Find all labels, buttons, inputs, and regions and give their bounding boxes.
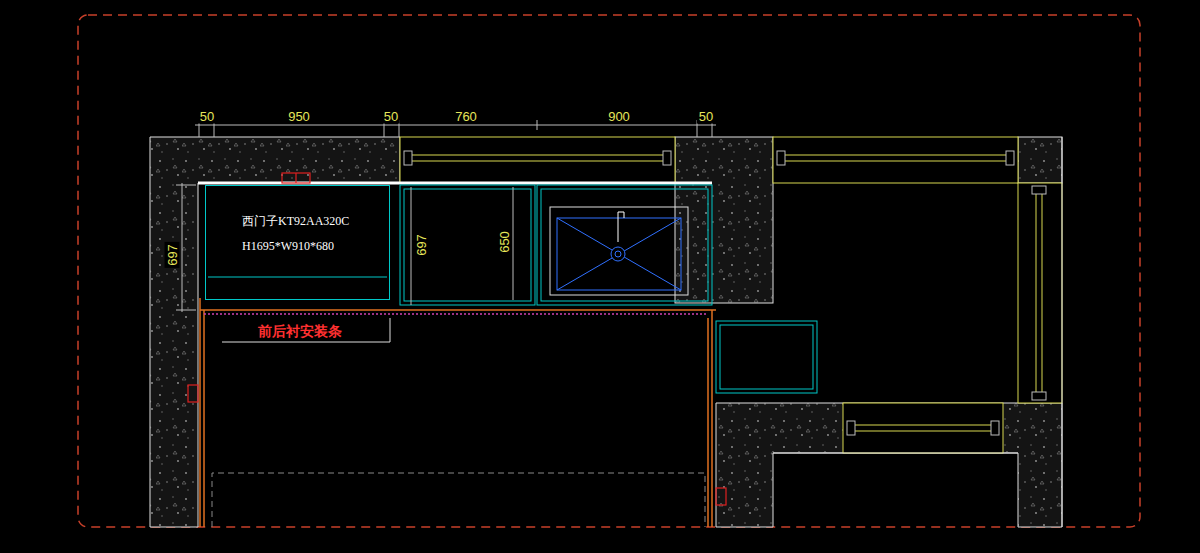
window-frame [847, 421, 855, 435]
room-outline [773, 453, 1018, 454]
cabinet [716, 321, 817, 393]
hidden-outline [212, 473, 705, 527]
concrete-wall [150, 137, 400, 527]
concrete-wall [716, 403, 1062, 527]
window-frame [404, 151, 412, 165]
wall-lining [199, 298, 201, 527]
socket-marker [295, 173, 296, 183]
dimension-value: 50 [697, 109, 715, 124]
cabinet [404, 189, 531, 301]
dimension-line [176, 310, 196, 311]
room-outline [773, 137, 1062, 527]
sink-symbol [550, 207, 688, 295]
dimension-line [182, 183, 183, 312]
window [1018, 183, 1062, 403]
window [853, 431, 993, 432]
window-frame [1006, 151, 1014, 165]
dimension-line [537, 120, 538, 130]
socket-marker [188, 173, 726, 505]
appliance-spec: H1695*W910*680 [242, 239, 383, 253]
window [410, 161, 665, 162]
wall-lining [200, 309, 716, 311]
sink-symbol [550, 207, 688, 295]
socket-marker [282, 173, 310, 183]
window-frame [1032, 392, 1046, 400]
sink-symbol [557, 218, 681, 290]
dimension-value: 760 [453, 109, 479, 124]
sink-symbol [557, 218, 681, 290]
sink-symbol [611, 247, 625, 261]
cabinet [537, 185, 712, 305]
window [853, 425, 993, 426]
wall-lining [707, 318, 709, 527]
window [400, 137, 675, 183]
dimension-line [176, 120, 716, 312]
concrete-wall [1018, 137, 1062, 183]
dimension-line [195, 125, 716, 126]
sink-symbol [557, 218, 681, 290]
dimension-value: 900 [606, 109, 632, 124]
dimension-value: 697 [165, 242, 180, 268]
note-text: 前后衬安装条 [256, 323, 344, 339]
dimension-line [176, 185, 196, 186]
concrete-wall [150, 137, 1062, 527]
sink-symbol [615, 251, 621, 257]
cabinet [400, 185, 535, 305]
window-frame [1032, 186, 1046, 194]
window-frame [663, 151, 671, 165]
cabinet [720, 325, 813, 389]
dimension-value: 950 [286, 109, 312, 124]
cabinet [208, 277, 387, 278]
leader-line [222, 318, 390, 342]
window-frame [991, 421, 999, 435]
wall-lining [203, 310, 205, 527]
dimension-line [411, 187, 412, 305]
window [783, 155, 1008, 156]
socket-marker [716, 488, 726, 505]
window [773, 137, 1018, 183]
concrete-wall [675, 137, 773, 303]
sink-symbol [618, 212, 624, 242]
cabinet [208, 185, 817, 393]
appliance-box: 西门子KT92AA320C H1695*W910*680 [205, 185, 390, 300]
window [410, 155, 665, 156]
socket-marker [188, 385, 198, 402]
dimension-value: 50 [382, 109, 400, 124]
window-frame [777, 151, 785, 165]
window-frame [404, 151, 1046, 435]
wall-lining [711, 310, 713, 527]
wall-lining [200, 298, 716, 527]
appliance-spec: 西门子KT92AA320C [242, 214, 383, 228]
window [1042, 193, 1043, 393]
dimension-value: 697 [414, 232, 429, 258]
window [843, 403, 1003, 453]
dimension-value: 50 [198, 109, 216, 124]
dimension-value: 650 [497, 229, 512, 255]
window [783, 161, 1008, 162]
dimension-line [513, 187, 514, 300]
drawing-frame [78, 15, 1140, 527]
cabinet [541, 189, 708, 301]
wall-lining [204, 313, 708, 315]
window [1036, 193, 1037, 393]
room-outline [1062, 137, 1063, 527]
